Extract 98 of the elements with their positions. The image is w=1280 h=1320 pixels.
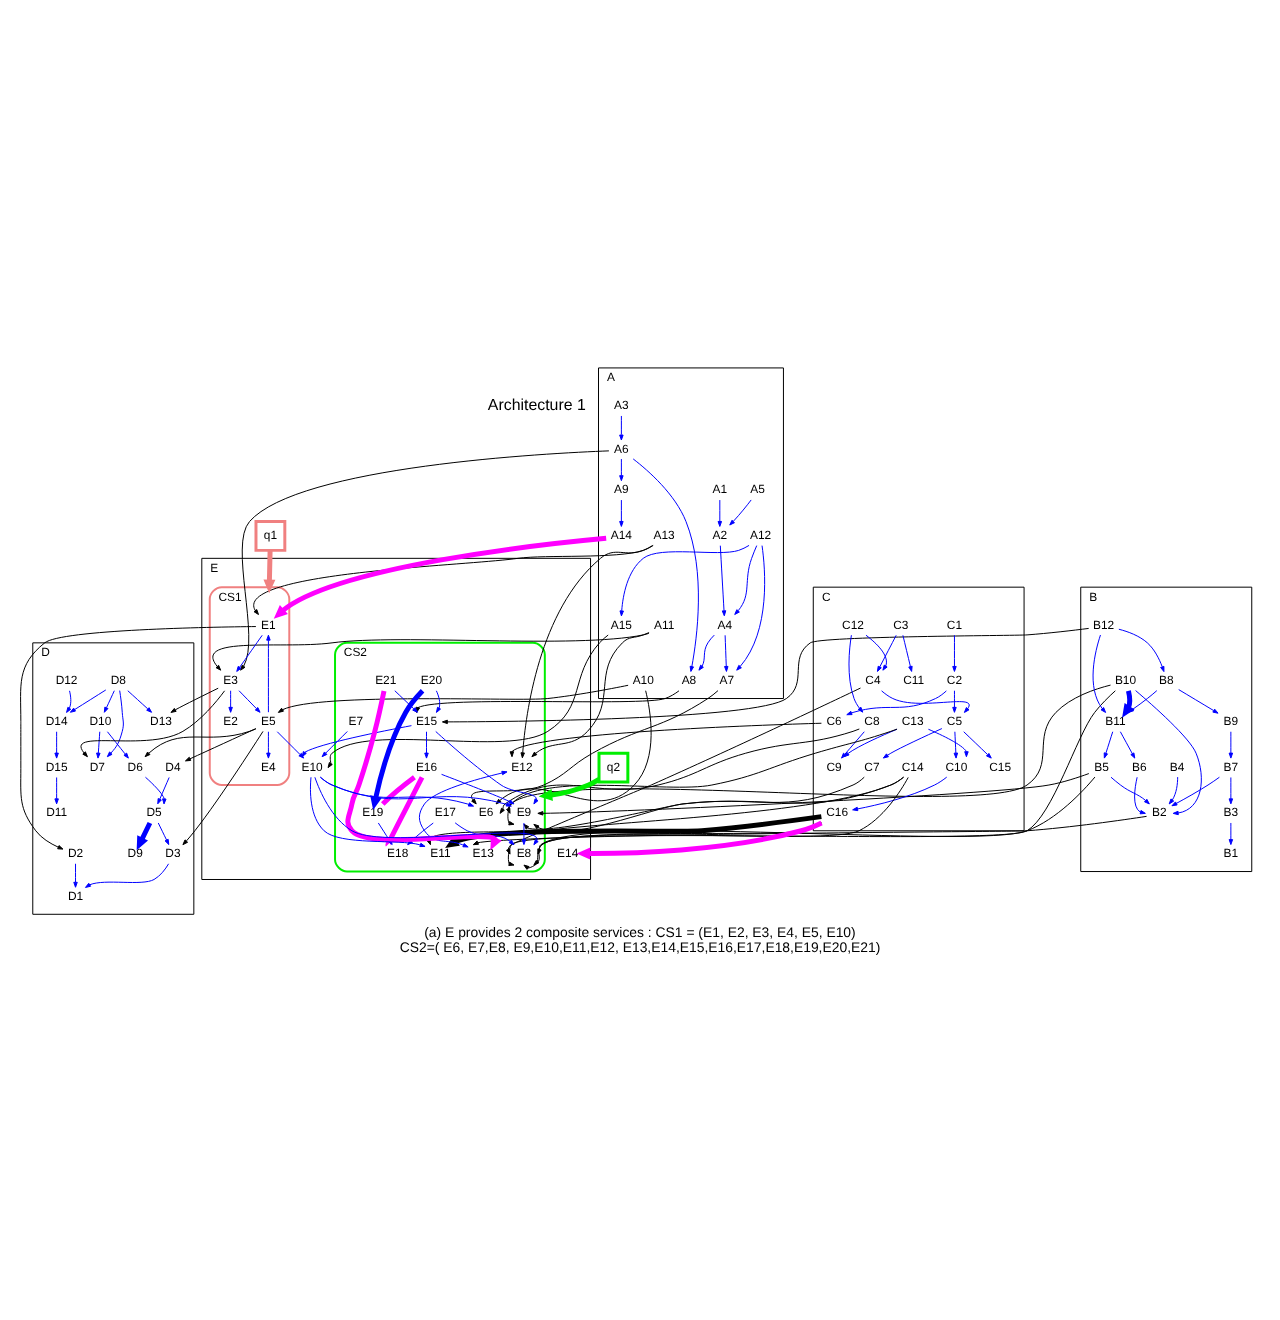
arrow xyxy=(1135,690,1202,816)
arrow xyxy=(54,776,59,805)
arrow xyxy=(327,634,609,769)
arrow xyxy=(848,634,864,713)
arrow xyxy=(736,545,766,671)
arrow xyxy=(301,725,412,758)
arrow xyxy=(69,689,107,713)
arrow xyxy=(523,776,909,870)
arrow xyxy=(952,634,957,672)
arrow xyxy=(852,776,948,812)
arrow xyxy=(523,776,905,830)
arrow xyxy=(719,545,727,617)
arrow xyxy=(520,544,654,759)
arrow xyxy=(953,731,959,759)
arrow xyxy=(1171,776,1220,807)
arrow xyxy=(632,458,699,672)
arrow xyxy=(865,634,888,671)
arrow xyxy=(106,731,129,759)
arrow xyxy=(127,690,153,713)
arrow xyxy=(106,690,124,758)
arrow xyxy=(276,731,305,759)
arrow xyxy=(846,690,947,716)
arrow xyxy=(435,731,539,805)
arrow xyxy=(509,722,822,758)
arrow xyxy=(319,776,512,807)
arrow xyxy=(136,821,153,851)
arrow xyxy=(238,690,261,713)
arrow xyxy=(495,690,652,805)
arrow xyxy=(963,731,992,759)
arrow xyxy=(881,690,970,713)
arrow xyxy=(471,690,719,805)
arrow xyxy=(729,499,752,526)
arrow xyxy=(619,499,624,527)
arrow xyxy=(454,822,515,846)
arrow xyxy=(619,458,624,482)
arrow xyxy=(157,776,170,805)
arrow xyxy=(394,690,418,713)
arrow xyxy=(182,730,264,846)
arrow xyxy=(228,690,233,713)
arrow xyxy=(1110,776,1150,805)
arrow xyxy=(96,731,101,759)
arrow xyxy=(435,690,441,713)
arrow xyxy=(253,544,654,615)
arrow xyxy=(73,863,78,888)
arrow xyxy=(537,773,1090,816)
arrow xyxy=(538,777,601,801)
arrow xyxy=(66,690,72,713)
arrow xyxy=(724,634,729,672)
arrow xyxy=(144,776,167,805)
arrow xyxy=(263,550,276,594)
arrow xyxy=(345,690,502,851)
arrow xyxy=(1119,731,1136,759)
arrow xyxy=(157,822,170,846)
arrow xyxy=(902,634,913,672)
connector xyxy=(381,775,416,806)
arrow xyxy=(576,820,823,860)
arrow xyxy=(424,731,429,759)
arrow xyxy=(273,535,607,619)
arrow xyxy=(441,773,515,805)
arrow xyxy=(170,687,219,713)
arrow xyxy=(619,415,624,441)
arrow xyxy=(952,690,957,713)
arrow xyxy=(1118,628,1165,673)
arrow xyxy=(84,863,170,888)
arrow xyxy=(882,728,943,759)
arrow xyxy=(1168,776,1179,805)
arrow xyxy=(472,815,1148,846)
arrow xyxy=(144,728,257,758)
arrow xyxy=(266,634,271,713)
arrow xyxy=(441,627,1090,725)
arrow xyxy=(266,731,271,759)
arrow xyxy=(184,728,257,762)
arrow xyxy=(717,499,723,527)
arrow xyxy=(212,632,650,671)
arrow xyxy=(54,731,59,759)
arrow xyxy=(1228,822,1234,846)
arrow xyxy=(876,634,897,672)
arrow xyxy=(321,731,348,758)
arrow xyxy=(1178,689,1219,714)
arrow xyxy=(533,776,865,833)
arrow xyxy=(80,690,226,758)
arrow xyxy=(1103,731,1114,759)
arrow xyxy=(698,634,715,671)
arrow xyxy=(531,632,650,758)
arrow xyxy=(240,450,610,671)
arrow xyxy=(20,626,257,850)
arrow xyxy=(445,814,822,849)
arrow xyxy=(521,822,527,846)
arrow xyxy=(1228,776,1234,805)
arrow xyxy=(927,728,969,758)
arrow xyxy=(103,690,115,713)
arrow xyxy=(1092,634,1107,713)
diagram-title: Architecture 1 xyxy=(487,395,586,414)
arrow xyxy=(1134,776,1146,815)
arrow xyxy=(236,634,263,672)
arrow xyxy=(1228,731,1234,759)
arrow xyxy=(734,545,758,615)
arrow xyxy=(619,544,750,617)
